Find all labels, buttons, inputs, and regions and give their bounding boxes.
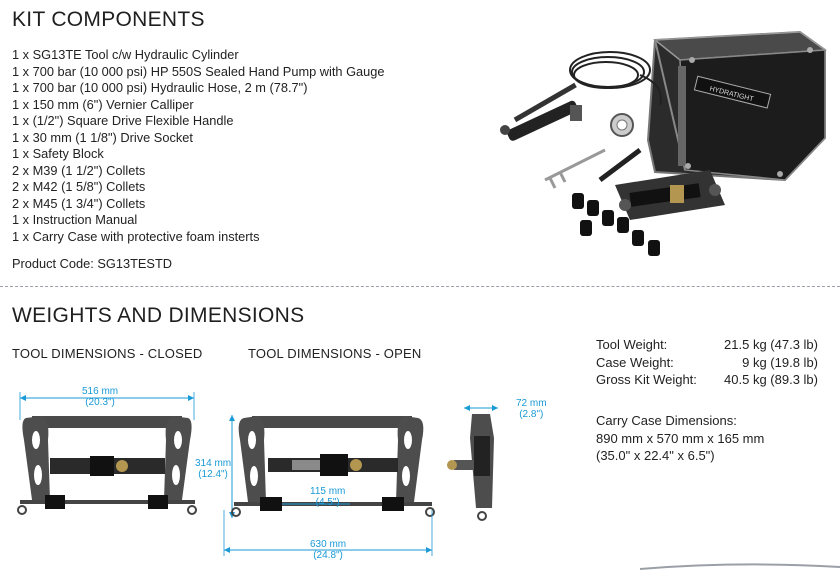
carry-case-image: HYDRATIGHT	[646, 30, 828, 182]
weight-value: 40.5 kg (89.3 lb)	[724, 372, 818, 387]
product-code: Product Code: SG13TESTD	[12, 256, 173, 271]
case-dims-imperial: (35.0" x 22.4" x 6.5")	[596, 448, 715, 463]
list-item: 1 x SG13TE Tool c/w Hydraulic Cylinder	[12, 47, 239, 62]
case-dims-metric: 890 mm x 570 mm x 165 mm	[596, 430, 765, 446]
gross-weight-row: Gross Kit Weight: 40.5 kg (89.3 lb)	[596, 371, 818, 389]
height-in: (12.4")	[198, 469, 228, 480]
height-mm: 314 mm	[195, 458, 232, 469]
list-item: 1 x Carry Case with protective foam inst…	[12, 228, 260, 244]
flexible-handle-image	[598, 148, 642, 182]
kit-product-image: HYDRATIGHT	[500, 30, 828, 256]
depth-in: (2.8")	[519, 409, 544, 420]
case-dims-title: Carry Case Dimensions:	[596, 413, 737, 428]
list-item: 1 x 700 bar (10 000 psi) HP 550S Sealed …	[12, 63, 385, 79]
weight-label: Case Weight:	[596, 354, 674, 370]
list-item: 1 x Safety Block	[12, 146, 104, 161]
decorative-wave	[640, 563, 840, 570]
closed-width-mm: 516 mm	[82, 386, 119, 397]
tool-weight-row: Tool Weight: 21.5 kg (47.3 lb)	[596, 336, 818, 354]
open-tool-drawing	[223, 415, 435, 556]
list-item: 2 x M39 (1 1/2") Collets	[12, 162, 146, 178]
kit-components-title: KIT COMPONENTS	[12, 8, 205, 31]
weight-value: 9 kg (19.8 lb)	[742, 354, 818, 370]
carry-case-dimensions: Carry Case Dimensions: 890 mm x 570 mm x…	[596, 412, 764, 465]
gauge-image	[610, 113, 634, 137]
depth-mm: 72 mm	[516, 398, 547, 409]
open-width-mm: 630 mm	[310, 539, 347, 550]
list-item: 1 x Instruction Manual	[12, 212, 138, 227]
closed-width-in: (20.3")	[85, 397, 115, 408]
side-view-drawing	[447, 405, 498, 521]
list-item: 2 x M42 (1 5/8") Collets	[12, 179, 146, 194]
tool-image	[615, 170, 725, 220]
vernier-calliper-image	[544, 148, 606, 189]
case-weight-row: Case Weight: 9 kg (19.8 lb)	[596, 354, 818, 372]
open-width-in: (24.8")	[313, 550, 343, 561]
collets-image	[572, 193, 660, 256]
stroke-in: (4.5")	[315, 497, 340, 508]
weight-value: 21.5 kg (47.3 lb)	[724, 337, 818, 352]
kit-components-list: 1 x SG13TE Tool c/w Hydraulic Cylinder 1…	[12, 47, 385, 245]
depth-label: 72 mm (2.8")	[516, 398, 547, 420]
weights-table: Tool Weight: 21.5 kg (47.3 lb) Case Weig…	[596, 336, 818, 389]
list-item: 1 x (1/2") Square Drive Flexible Handle	[12, 113, 234, 128]
hydraulic-hose-image	[569, 51, 662, 106]
hand-pump-image	[500, 82, 582, 141]
height-label: 314 mm (12.4")	[195, 458, 231, 480]
stroke-label: 115 mm (4.5")	[310, 486, 345, 508]
open-dimensions-label: TOOL DIMENSIONS - OPEN	[248, 346, 422, 361]
closed-tool-drawing	[17, 392, 197, 515]
section-divider	[0, 286, 840, 287]
closed-width-label: 516 mm (20.3")	[82, 386, 118, 408]
weight-label: Tool Weight:	[596, 337, 668, 352]
stroke-mm: 115 mm	[310, 486, 346, 497]
list-item: 1 x 700 bar (10 000 psi) Hydraulic Hose,…	[12, 80, 308, 95]
list-item: 2 x M45 (1 3/4") Collets	[12, 195, 146, 211]
weight-label: Gross Kit Weight:	[596, 372, 697, 387]
closed-dimensions-label: TOOL DIMENSIONS - CLOSED	[12, 346, 203, 361]
list-item: 1 x 150 mm (6") Vernier Calliper	[12, 96, 194, 112]
weights-dimensions-title: WEIGHTS AND DIMENSIONS	[12, 304, 305, 327]
open-width-label: 630 mm (24.8")	[310, 539, 346, 561]
list-item: 1 x 30 mm (1 1/8") Drive Socket	[12, 129, 193, 145]
